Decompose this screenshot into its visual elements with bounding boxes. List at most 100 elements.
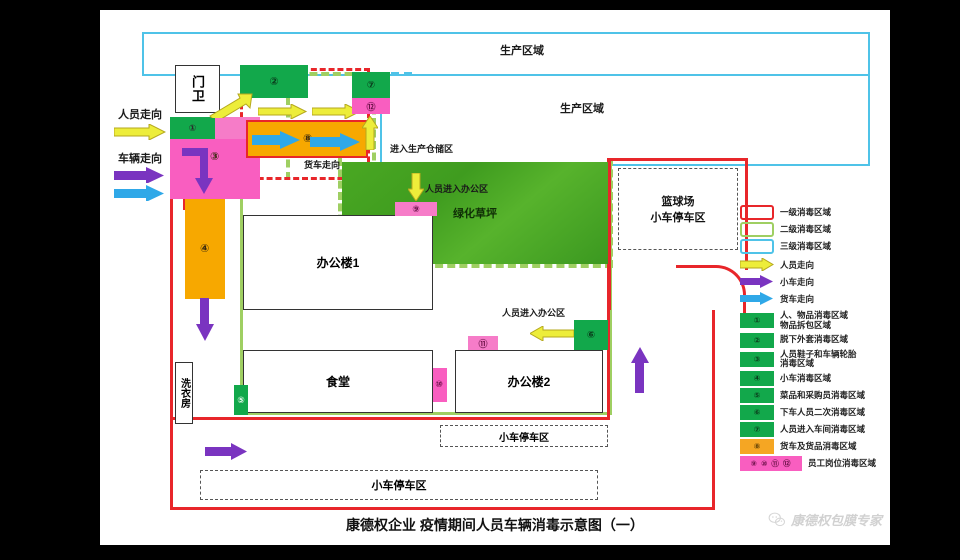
legend-marker-zone-2: ② <box>753 335 761 345</box>
gatehouse-box: 门卫 <box>175 65 220 113</box>
personnel-arrow-icon <box>739 257 774 272</box>
legend-swatch-level-1 <box>740 205 774 220</box>
truck-flow-arrow-entry-left <box>114 185 164 201</box>
zone-1-disinfect: ① <box>170 117 215 139</box>
production-zone-main-outline <box>380 76 870 166</box>
truck-flow-arrow-zone8 <box>252 131 300 149</box>
zone-12-staff-post-disinfect: ⑫ <box>352 98 390 114</box>
legend-label-personnel-flow: 人员走向 <box>780 259 815 270</box>
personnel-arrow-up-zone7 <box>362 116 378 150</box>
legend-item-zone-8: ⑧ 货车及货品消毒区域 <box>740 439 890 455</box>
personnel-flow-label: 人员走向 <box>118 109 162 121</box>
wechat-icon <box>768 512 786 526</box>
zone-9-marker: ⑨ <box>412 203 420 214</box>
legend-item-personnel-flow: 人员走向 <box>739 257 890 273</box>
legend-label-level-2: 二级消毒区域 <box>780 223 832 234</box>
legend-marker-zone-4: ④ <box>753 374 761 384</box>
legend-item-cart-flow: 小车走向 <box>740 275 890 290</box>
legend-label-zone-3-line1: 人员鞋子和车辆轮胎 <box>780 348 857 359</box>
cart-hook-arrow <box>182 148 213 194</box>
level1-zone-right-curve <box>676 265 746 325</box>
zone-8-marker: ⑧ <box>303 133 313 145</box>
zone-5-food-buyer-disinfect: ⑤ <box>234 385 248 415</box>
enter-production-label: 进入生产仓储区 <box>390 144 454 154</box>
zone-6-second-disinfect: ⑥ <box>574 320 608 350</box>
canteen: 食堂 <box>243 350 433 413</box>
office2-label: 办公楼2 <box>507 375 551 389</box>
legend-label-zone-6: 下车人员二次消毒区域 <box>780 406 866 417</box>
production-zone-main-label: 生产区域 <box>560 103 604 115</box>
level1-zone-outer-bottom <box>170 507 715 510</box>
legend-marker-zone-8: ⑧ <box>753 442 761 452</box>
diagram-title: 康德权企业 疫情期间人员车辆消毒示意图（一） <box>346 517 644 533</box>
zone-7-marker: ⑦ <box>366 79 376 91</box>
level1-zone-right-vertical <box>745 158 748 270</box>
diagram-canvas: 生产区域 生产区域 门卫 ① ③ <box>100 10 890 545</box>
zone-2-marker: ② <box>269 76 279 88</box>
legend-swatch-zone-5: ⑤ <box>740 388 774 404</box>
zone-11-marker: ⑪ <box>478 338 488 349</box>
legend-marker-zone-5: ⑤ <box>753 391 761 401</box>
basketball-parking-area: 篮球场 小车停车区 <box>618 168 738 250</box>
legend-swatch-truck-flow <box>740 292 774 307</box>
legend-item-zone-2: ② 脱下外套消毒区域 <box>740 332 890 348</box>
legend-marker-zone-7: ⑦ <box>753 425 761 435</box>
legend-label-zone-3: 人员鞋子和车辆轮胎 消毒区域 <box>780 348 857 370</box>
legend-marker-zone-6: ⑥ <box>753 408 761 418</box>
zone-3-marker: ③ <box>210 151 220 163</box>
watermark: 康德权包膜专家 <box>768 510 882 529</box>
office1-label: 办公楼1 <box>316 256 360 270</box>
cart-up-arrow <box>631 347 649 393</box>
legend-swatch-zone-6: ⑥ <box>740 405 774 421</box>
basketball-label-line1: 篮球场 <box>661 196 695 208</box>
personnel-arrow-left-office2 <box>530 326 574 341</box>
truck-arrow-icon <box>740 292 773 305</box>
legend-marker-zone-staff-posts: ⑨ ⑩ ⑪ ⑫ <box>750 459 792 469</box>
level1-zone-right-top <box>608 158 748 161</box>
legend-swatch-zone-8: ⑧ <box>740 439 774 455</box>
legend-item-zone-6: ⑥ 下车人员二次消毒区域 <box>740 405 890 421</box>
legend-item-level-2: 二级消毒区域 <box>740 222 890 237</box>
legend-swatch-zone-3: ③ <box>740 351 774 367</box>
legend-swatch-zone-1: ① <box>740 313 774 329</box>
legend-item-zone-5: ⑤ 菜品和采购员消毒区域 <box>740 388 890 404</box>
legend-label-truck-flow: 货车走向 <box>780 293 815 304</box>
personnel-flow-arrow-entry <box>114 124 166 140</box>
legend-label-zone-5: 菜品和采购员消毒区域 <box>780 389 866 400</box>
legend-label-zone-7: 人员进入车间消毒区域 <box>780 423 866 434</box>
legend-item-level-3: 三级消毒区域 <box>740 239 890 254</box>
zone-10-marker: ⑩ <box>435 380 445 390</box>
legend-label-zone-1: 人、物品消毒区域 物品拆包区域 <box>780 310 848 331</box>
personnel-arrow-gate-to-zone2 <box>209 93 253 118</box>
zone-11-staff-post-disinfect: ⑪ <box>468 336 498 350</box>
legend-swatch-personnel-flow <box>739 257 774 273</box>
legend-swatch-cart-flow <box>740 275 774 290</box>
personnel-arrow-down-office1 <box>408 173 424 201</box>
legend-item-level-1: 一级消毒区域 <box>740 205 890 220</box>
legend-swatch-zone-7: ⑦ <box>740 422 774 438</box>
legend-item-zone-3: ③ 人员鞋子和车辆轮胎 消毒区域 <box>740 348 890 370</box>
legend-label-zone-staff-posts: 员工岗位消毒区域 <box>808 457 877 468</box>
legend-label-zone-8: 货车及货品消毒区域 <box>780 440 857 451</box>
enter-office-label-top: 人员进入办公区 <box>425 184 489 194</box>
legend-item-zone-7: ⑦ 人员进入车间消毒区域 <box>740 422 890 438</box>
zone-4-marker: ④ <box>200 243 210 255</box>
zone-12-marker: ⑫ <box>366 101 376 112</box>
zone-10-staff-post-disinfect: ⑩ <box>433 368 447 402</box>
gatehouse-label: 门卫 <box>190 75 205 103</box>
zone-5-marker: ⑤ <box>237 394 245 405</box>
personnel-arrow-corridor-2 <box>312 104 362 119</box>
office-building-1: 办公楼1 <box>243 215 433 310</box>
watermark-text: 康德权包膜专家 <box>790 513 882 528</box>
zone-7-workshop-entry-disinfect: ⑦ <box>352 72 390 98</box>
legend-label-zone-3-line2: 消毒区域 <box>780 358 815 369</box>
vehicle-flow-label: 车辆走向 <box>118 153 162 165</box>
cart-down-arrow-1 <box>196 298 214 341</box>
basketball-label-line2: 小车停车区 <box>650 212 706 224</box>
laundry-label: 洗衣房 <box>178 378 190 408</box>
legend-label-cart-flow: 小车走向 <box>780 276 815 287</box>
legend-label-zone-2: 脱下外套消毒区域 <box>780 334 849 345</box>
parking-middle-label: 小车停车区 <box>499 432 549 444</box>
level2-zone-branch-horizontal <box>286 72 376 76</box>
